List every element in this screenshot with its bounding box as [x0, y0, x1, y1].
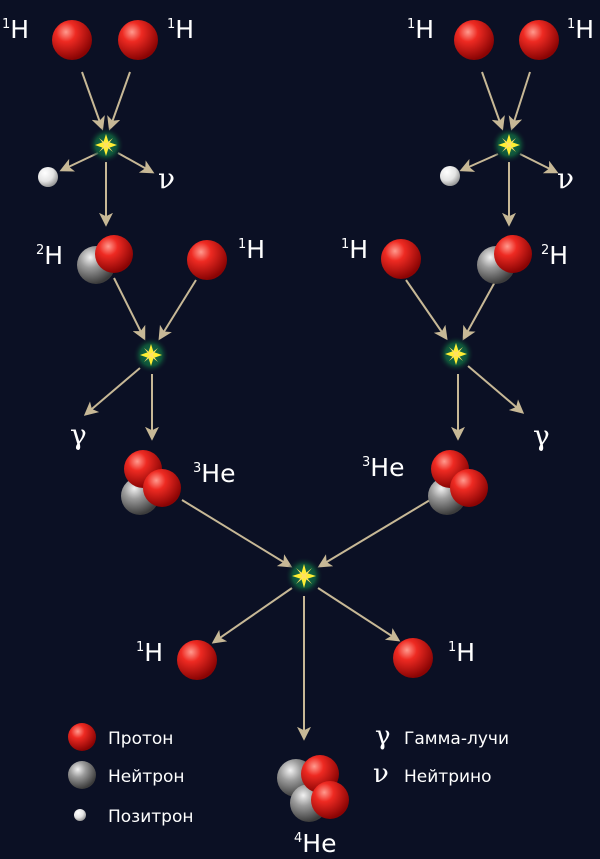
arrow: [462, 154, 498, 170]
label-hydrogen-1: 1H: [136, 638, 163, 667]
label-neutrino: ν: [158, 162, 175, 195]
deuterium-nucleus: [477, 235, 532, 284]
legend-neutrino-symbol: ν: [373, 759, 389, 789]
arrow: [182, 500, 290, 566]
proton: [381, 239, 421, 279]
proton: [454, 20, 494, 60]
helium-3-nucleus: [428, 450, 488, 515]
label-hydrogen-1: 1H: [567, 15, 594, 44]
arrow: [110, 72, 130, 128]
helium-3-nucleus: [121, 450, 181, 515]
label-neutrino: ν: [557, 162, 574, 195]
arrow: [318, 588, 398, 640]
proton: [519, 20, 559, 60]
label-helium-3: 3He: [193, 459, 235, 488]
legend-proton-label: Протон: [108, 729, 173, 749]
arrow: [82, 72, 102, 128]
arrow: [214, 588, 292, 642]
positron: [38, 167, 58, 187]
arrow: [86, 368, 140, 414]
label-hydrogen-1: 1H: [341, 235, 368, 264]
reaction-arrows: [62, 72, 556, 738]
proton: [177, 640, 217, 680]
label-gamma: γ: [70, 418, 87, 451]
reaction-point: [491, 127, 527, 163]
label-hydrogen-1: 1H: [238, 235, 265, 264]
label-helium-3: 3He: [362, 453, 404, 482]
deuterium-nucleus: [77, 235, 133, 284]
legend-gamma-label: Гамма-лучи: [404, 729, 509, 749]
arrow: [482, 72, 502, 128]
proton: [52, 20, 92, 60]
arrow: [520, 154, 556, 172]
legend-positron-swatch: [74, 809, 86, 821]
legend-proton-swatch: [68, 723, 96, 751]
label-hydrogen-1: 1H: [407, 15, 434, 44]
label-hydrogen-1: 1H: [448, 638, 475, 667]
arrow: [468, 366, 522, 412]
label-deuterium: 2H: [36, 241, 63, 270]
arrow: [512, 72, 530, 128]
positron: [440, 166, 460, 186]
arrow: [160, 280, 196, 338]
arrow: [118, 153, 152, 172]
reaction-point: [438, 336, 474, 372]
proton: [393, 638, 433, 678]
legend-gamma-symbol: γ: [375, 721, 391, 751]
helium-4-nucleus: [277, 755, 349, 822]
label-gamma: γ: [533, 419, 550, 452]
label-hydrogen-1: 1H: [167, 15, 194, 44]
arrow: [464, 280, 496, 338]
arrow: [320, 500, 430, 566]
proton: [187, 240, 227, 280]
reaction-point: [133, 337, 169, 373]
proton: [118, 20, 158, 60]
legend-neutron-label: Нейтрон: [108, 767, 185, 787]
label-hydrogen-1: 1H: [2, 15, 29, 44]
legend-neutrino-label: Нейтрино: [404, 767, 492, 787]
reaction-point: [285, 557, 323, 595]
arrow: [114, 278, 144, 338]
legend-neutron-swatch: [68, 761, 96, 789]
legend-positron-label: Позитрон: [108, 807, 193, 827]
label-deuterium: 2H: [541, 241, 568, 270]
label-helium-4: 4He: [294, 829, 336, 858]
arrow: [406, 280, 446, 338]
reaction-point: [88, 127, 124, 163]
